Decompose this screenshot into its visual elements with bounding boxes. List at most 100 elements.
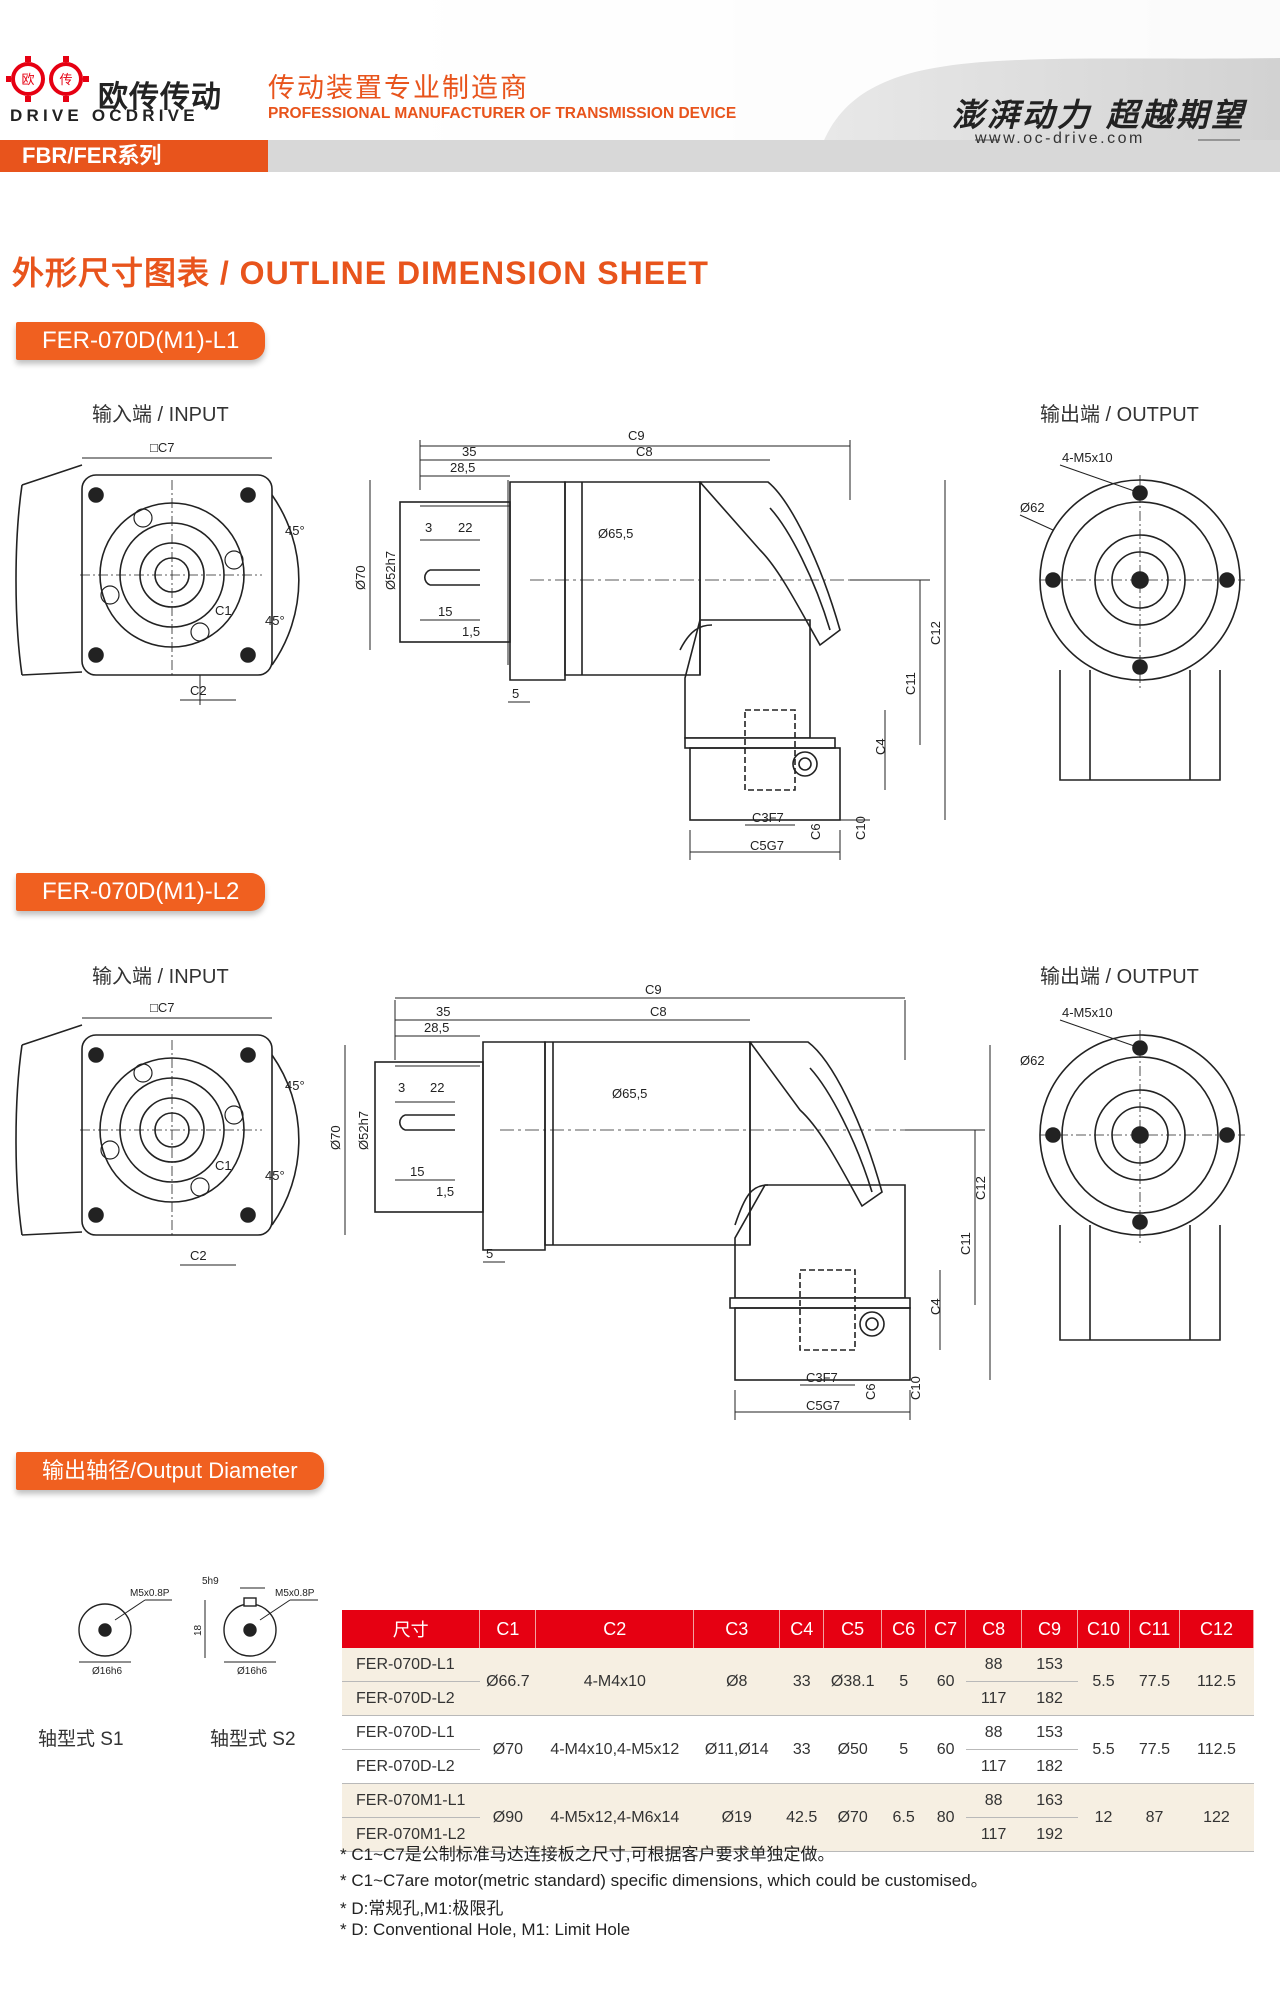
dim-c6: C6 xyxy=(808,823,823,840)
dim-c12-2: C12 xyxy=(973,1176,988,1200)
dim-c3-2: C3F7 xyxy=(806,1370,838,1385)
page-header: 欧 传 欧传传动 DRIVE OCDRIVE 传动装置专业制造商 PROFESS… xyxy=(0,0,1280,172)
shaft-s2-dia: Ø16h6 xyxy=(237,1666,267,1677)
model-cell: FER-070D-L2 xyxy=(342,1681,480,1716)
dim-22-2: 22 xyxy=(430,1080,444,1095)
cell-c11: 87 xyxy=(1129,1783,1180,1852)
dim-28-5-2: 28,5 xyxy=(424,1020,449,1035)
cell-c8: 88 xyxy=(965,1783,1022,1818)
dim-35-2: 35 xyxy=(436,1004,450,1019)
dim-c3: C3F7 xyxy=(752,810,784,825)
dim-c1-2: C1 xyxy=(215,1158,232,1173)
cell-c9: 182 xyxy=(1021,1681,1078,1716)
dim-15: 15 xyxy=(438,604,452,619)
dim-d70: Ø70 xyxy=(353,565,368,590)
input-view-label: 输入端 / INPUT xyxy=(92,404,229,426)
cell-c4: 42.5 xyxy=(779,1783,824,1852)
col-header: C3 xyxy=(693,1610,781,1648)
cell-c5: Ø50 xyxy=(823,1715,882,1784)
col-header: C9 xyxy=(1021,1610,1079,1648)
dim-c7: □C7 xyxy=(150,440,174,455)
gear-logo-icon: 欧 传 xyxy=(6,56,89,102)
cell-c7: 80 xyxy=(925,1783,966,1852)
dim-angle-bottom-2: 45° xyxy=(265,1168,285,1183)
dim-d65-2: Ø65,5 xyxy=(612,1086,647,1101)
cell-c1: Ø90 xyxy=(479,1783,536,1852)
input-view-label-2: 输入端 / INPUT xyxy=(92,966,229,988)
dim-c8: C8 xyxy=(636,444,653,459)
model-cell: FER-070M1-L1 xyxy=(342,1783,480,1818)
table-row: FER-070M1-L1 Ø90 4-M5x12,4-M6x14 Ø19 42.… xyxy=(342,1783,1254,1852)
shaft-s2-label: 轴型式 S2 xyxy=(210,1729,296,1750)
cell-c2: 4-M4x10,4-M5x12 xyxy=(535,1715,694,1784)
dim-28-5: 28,5 xyxy=(450,460,475,475)
cell-c6: 5 xyxy=(881,1648,926,1716)
col-header: C1 xyxy=(479,1610,537,1648)
cell-c10: 12 xyxy=(1077,1783,1130,1852)
dim-1-5-2: 1,5 xyxy=(436,1184,454,1199)
table-row: FER-070D-L1 Ø66.7 4-M4x10 Ø8 33 Ø38.1 5 … xyxy=(342,1648,1254,1716)
col-header: C2 xyxy=(535,1610,695,1648)
cell-c10: 5.5 xyxy=(1077,1648,1130,1716)
table-row: FER-070D-L2 117 182 xyxy=(342,1749,1254,1784)
table-row: FER-070D-L2 117 182 xyxy=(342,1681,1254,1716)
series-tab[interactable]: FBR/FER系列 xyxy=(0,140,268,172)
shaft-s2-thread: M5x0.8P xyxy=(275,1588,315,1599)
dim-c5: C5G7 xyxy=(750,838,784,853)
col-header: C10 xyxy=(1077,1610,1130,1648)
note-2: * C1~C7are motor(metric standard) specif… xyxy=(340,1871,988,1890)
brand-name-cn: 欧传传动 xyxy=(98,81,222,114)
dim-m5: 4-M5x10 xyxy=(1062,450,1113,465)
dim-m5-2: 4-M5x10 xyxy=(1062,1005,1113,1020)
dim-c12: C12 xyxy=(928,621,943,645)
output-view-label: 输出端 / OUTPUT xyxy=(1040,404,1199,426)
dim-c11-2: C11 xyxy=(958,1232,973,1255)
slogan: 澎湃动力 超越期望 xyxy=(952,96,1247,134)
model-cell: FER-070D-L2 xyxy=(342,1749,480,1784)
col-header: C11 xyxy=(1129,1610,1180,1648)
dim-d52: Ø52h7 xyxy=(383,551,398,590)
dim-angle-bottom: 45° xyxy=(265,613,285,628)
col-header: C5 xyxy=(823,1610,883,1648)
cell-c7: 60 xyxy=(925,1648,966,1716)
model-cell: FER-070M1-L2 xyxy=(342,1817,480,1852)
shaft-s2-keywidth: 5h9 xyxy=(202,1576,219,1587)
dim-angle-top-2: 45° xyxy=(285,1078,305,1093)
cell-c7: 60 xyxy=(925,1715,966,1784)
dim-d65: Ø65,5 xyxy=(598,526,633,541)
cell-c8: 117 xyxy=(965,1817,1022,1852)
cell-c5: Ø38.1 xyxy=(823,1648,882,1716)
dim-c10-2: C10 xyxy=(908,1376,923,1400)
cell-c9: 163 xyxy=(1021,1783,1078,1818)
dim-c9-2: C9 xyxy=(645,982,662,997)
dim-c10: C10 xyxy=(853,816,868,840)
note-3: * D:常规孔,M1:极限孔 xyxy=(340,1899,504,1918)
shaft-s1-dia: Ø16h6 xyxy=(92,1666,122,1677)
header-background xyxy=(0,0,1280,172)
note-1: * C1~C7是公制标准马达连接板之尺寸,可根据客户要求单独定做。 xyxy=(340,1845,835,1864)
model-cell: FER-070D-L1 xyxy=(342,1648,480,1682)
note-4: * D: Conventional Hole, M1: Limit Hole xyxy=(340,1920,631,1939)
cell-c3: Ø11,Ø14 xyxy=(693,1715,780,1784)
dim-35: 35 xyxy=(462,444,476,459)
dim-d62: Ø62 xyxy=(1020,500,1045,515)
dim-5-2: 5 xyxy=(486,1246,493,1261)
output-diameter-badge: 输出轴径/Output Diameter xyxy=(16,1452,324,1490)
col-header: C7 xyxy=(925,1610,967,1648)
table-row: FER-070D-L1 Ø70 4-M4x10,4-M5x12 Ø11,Ø14 … xyxy=(342,1715,1254,1784)
cell-c10: 5.5 xyxy=(1077,1715,1130,1784)
table-header-row: 尺寸 C1 C2 C3 C4 C5 C6 C7 C8 C9 C10 C11 C1… xyxy=(342,1610,1255,1648)
dim-c1: C1 xyxy=(215,603,232,618)
tagline-en: PROFESSIONAL MANUFACTURER OF TRANSMISSIO… xyxy=(268,105,737,122)
website-link[interactable]: www.oc-drive.com xyxy=(975,130,1145,147)
dim-3-2: 3 xyxy=(398,1080,405,1095)
shaft-drawings: M5x0.8P Ø16h6 M5x0.8P Ø16h6 5h9 18 xyxy=(78,1576,318,1677)
cell-c9: 192 xyxy=(1021,1817,1078,1852)
dim-c7-2: □C7 xyxy=(150,1000,174,1015)
model-cell: FER-070D-L1 xyxy=(342,1715,480,1750)
dim-c5-2: C5G7 xyxy=(806,1398,840,1413)
cell-c11: 77.5 xyxy=(1129,1715,1180,1784)
cell-c9: 153 xyxy=(1021,1648,1078,1682)
cell-c3: Ø19 xyxy=(693,1783,780,1852)
cell-c8: 117 xyxy=(965,1749,1022,1784)
